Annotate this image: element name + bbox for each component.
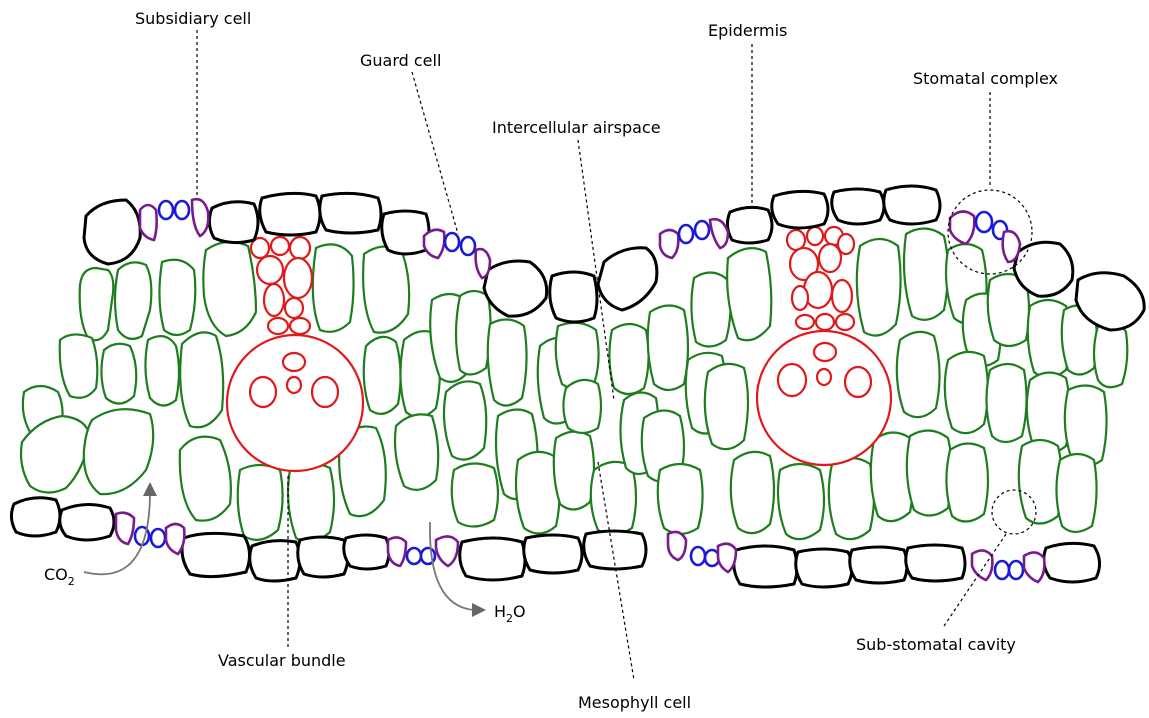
guard-cell [695, 221, 709, 239]
label-vascular-bundle: Vascular bundle [218, 651, 346, 670]
mesophyll-cell [945, 352, 988, 433]
mesophyll-cell [101, 344, 136, 404]
mesophyll-cell [1094, 322, 1127, 387]
guard-cell [407, 548, 421, 564]
label-subsidiary-cell: Subsidiary cell [135, 9, 251, 28]
subsidiary-cell [476, 249, 490, 278]
label-co2: CO2 [44, 565, 75, 588]
mesophyll-cell [1019, 440, 1062, 524]
mesophyll-cell [907, 430, 952, 515]
mesophyll-cell [288, 463, 334, 541]
subsidiary-cell [668, 532, 686, 560]
mesophyll-cell [591, 462, 636, 535]
stomatal-complex [116, 513, 184, 554]
mesophyll-cell [658, 464, 703, 534]
mesophyll-cell [180, 332, 223, 427]
subsidiary-cell [388, 537, 406, 566]
subsidiary-cell [436, 536, 458, 566]
subsidiary-cell [1003, 231, 1020, 262]
label-h2o: H2O [494, 602, 526, 625]
stomatal-complex [388, 536, 458, 566]
label-mesophyll-cell: Mesophyll cell [578, 693, 691, 712]
label-intercellular-airspace: Intercellular airspace [492, 118, 661, 137]
guard-cell [691, 547, 705, 565]
subsidiary-cell [718, 544, 736, 572]
mesophyll-cell [452, 463, 498, 526]
subsidiary-cell [192, 199, 208, 236]
mesophyll-cell [115, 262, 151, 338]
mesophyll-cell [648, 305, 688, 390]
mesophyll-cell [556, 323, 599, 389]
mesophyll-cell [946, 443, 988, 521]
subsidiary-cell [950, 211, 974, 244]
mesophyll-cell [313, 244, 354, 331]
mesophyll-cell [60, 334, 98, 397]
mesophyll-cell [80, 268, 114, 340]
mesophyll-cell [364, 337, 401, 414]
guard-cell [995, 561, 1009, 579]
guard-cell [679, 225, 693, 243]
mesophyll-cell [731, 452, 774, 533]
subsidiary-cell [140, 205, 157, 240]
label-stomatal-complex: Stomatal complex [913, 69, 1058, 88]
guard-cell [1009, 561, 1023, 579]
mesophyll-cell [829, 458, 874, 539]
mesophyll-cell [395, 414, 438, 489]
mesophyll-cell [1056, 454, 1096, 532]
subsidiary-cell [424, 230, 444, 258]
mesophyll-cell [691, 272, 730, 346]
stomatal-complex [668, 532, 736, 572]
subsidiary-cell [166, 524, 184, 554]
label-sub-stomatal-cavity: Sub-stomatal cavity [856, 635, 1016, 654]
stomatal-complex [660, 219, 728, 258]
mesophyll-cell [203, 242, 256, 336]
guard-cell [461, 237, 475, 255]
guard-cell [151, 529, 165, 547]
mesophyll-cell [84, 409, 153, 494]
mesophyll-cell [456, 291, 491, 375]
mesophyll-cell [563, 380, 601, 433]
label-epidermis: Epidermis [708, 21, 787, 40]
subsidiary-cell [660, 230, 678, 258]
mesophyll-cell [444, 381, 486, 459]
mesophyll-cell [778, 464, 824, 539]
mesophyll-cell [363, 246, 409, 332]
stomatal-complex [972, 550, 1044, 582]
mesophyll-cell [904, 228, 948, 319]
mesophyll-cell [727, 248, 771, 340]
mesophyll-cell [705, 364, 748, 449]
mesophyll-cell [159, 260, 195, 335]
subsidiary-cell [116, 513, 134, 544]
mesophyll-cell [897, 332, 940, 417]
mesophyll-cell [857, 239, 901, 336]
mesophyll-cell [488, 319, 527, 405]
mesophyll-cell [145, 336, 179, 405]
guard-cell [175, 201, 189, 219]
subsidiary-cell [1024, 552, 1044, 582]
stomatal-complex [140, 199, 208, 240]
subsidiary-cell [710, 219, 728, 248]
mesophyll-cell [609, 324, 648, 394]
mesophyll-cell [986, 364, 1026, 442]
mesophyll-cell [180, 437, 231, 521]
guard-cell [976, 212, 992, 232]
mesophyll-cell [554, 431, 594, 509]
mesophyll-cell [238, 465, 283, 540]
guard-cell [445, 233, 459, 251]
label-guard-cell: Guard cell [360, 51, 441, 70]
subsidiary-cell [972, 550, 992, 580]
stomatal-complex [424, 230, 490, 278]
guard-cell [159, 201, 173, 219]
